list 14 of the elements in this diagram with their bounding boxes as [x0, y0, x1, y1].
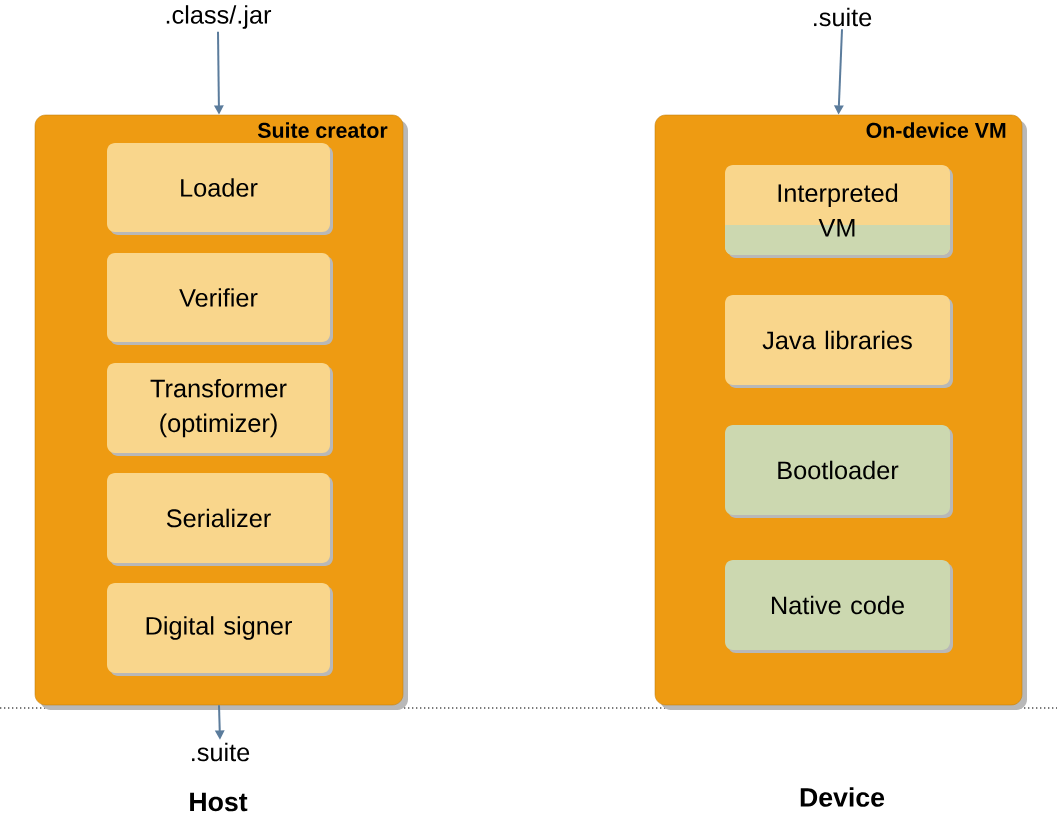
component-box: Serializer: [107, 473, 333, 566]
file-label: .suite: [192, 742, 250, 762]
component-box: Transformer (optimizer): [107, 363, 333, 456]
section-label: Host: [190, 792, 248, 812]
component-box: Interpreted VM: [725, 165, 953, 258]
section-label: Device: [800, 787, 885, 807]
component-box: Bootloader: [725, 425, 953, 518]
component-box: Native code: [725, 560, 953, 653]
file-label: .class/.jar: [166, 5, 272, 29]
component-box: Java libraries: [725, 295, 953, 388]
file-label: .suite: [814, 7, 872, 27]
component-box: Digital signer: [107, 583, 333, 676]
component-box: Verifier: [107, 253, 333, 345]
component-box: Loader: [107, 143, 333, 235]
